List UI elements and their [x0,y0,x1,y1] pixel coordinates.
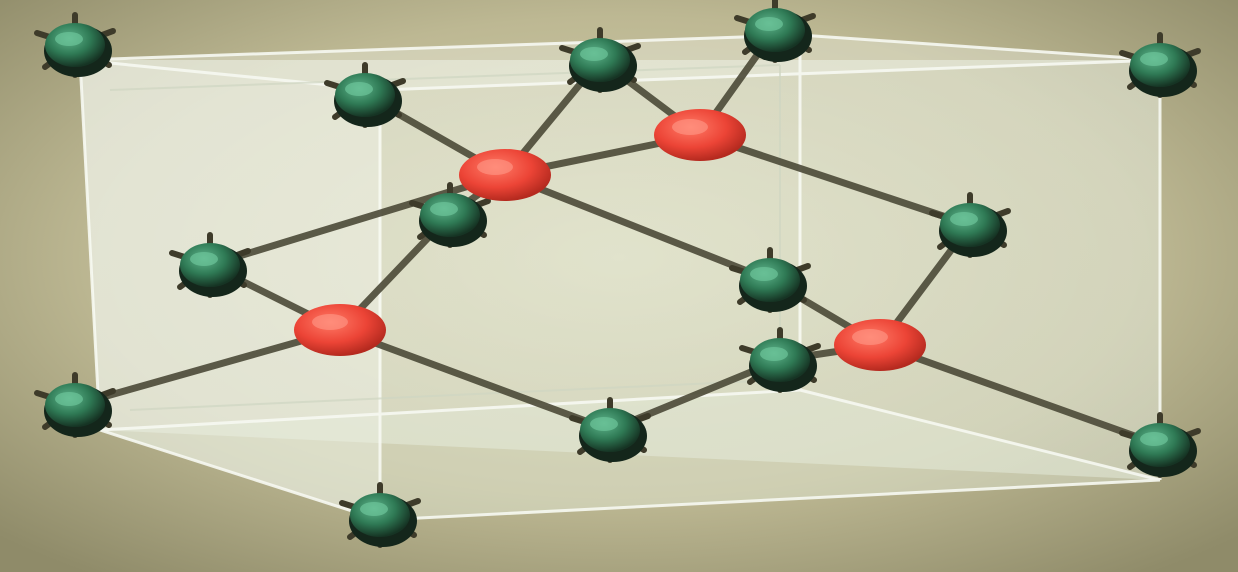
red-atom [654,109,746,161]
atom-highlight [950,212,978,226]
red-atom [834,319,926,371]
atom-highlight [345,82,373,96]
atom-highlight [672,119,708,135]
atom-highlight [55,32,83,46]
red-atom [459,149,551,201]
atom-highlight [580,47,608,61]
atom-highlight [312,314,348,330]
atom-highlight [750,267,778,281]
atom-highlight [1140,432,1168,446]
atom-body [459,149,551,201]
atom-body [294,304,386,356]
atom-highlight [430,202,458,216]
atom-highlight [852,329,888,345]
atom-highlight [360,502,388,516]
atom-highlight [590,417,618,431]
atom-highlight [755,17,783,31]
atom-highlight [760,347,788,361]
atom-highlight [190,252,218,266]
atom-highlight [1140,52,1168,66]
red-atom [294,304,386,356]
atom-body [654,109,746,161]
atom-highlight [55,392,83,406]
atom-highlight [477,159,513,175]
atom-body [834,319,926,371]
